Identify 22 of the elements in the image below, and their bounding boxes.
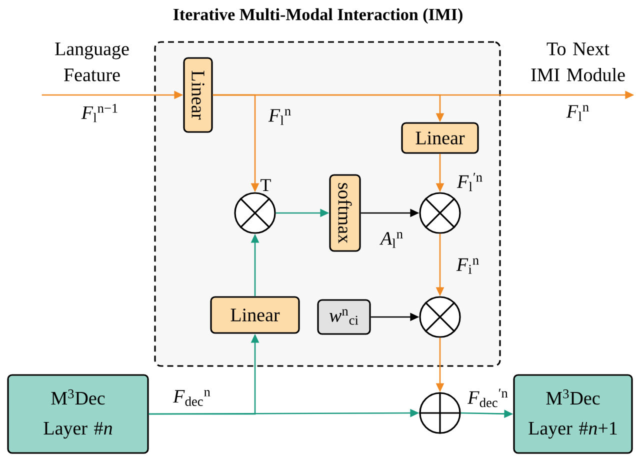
process-box: Linear	[183, 57, 213, 133]
layer-box: M$^{3}$Dec Layer #n+1	[513, 374, 633, 454]
caption-text: Language Feature	[55, 42, 129, 82]
edge-label: F$_{l}$n	[566, 105, 589, 121]
edge-label: A$_{l}$n	[379, 232, 403, 248]
multiply-circle	[419, 296, 461, 338]
layer-box: M$^{3}$Dec Layer #n	[7, 374, 149, 454]
caption-text: To Next IMI Module	[531, 42, 625, 82]
edge-label: F$_{i}$n	[456, 258, 479, 274]
process-box: Linear	[401, 122, 479, 154]
edge-label: F$_{dec}$′n	[468, 388, 508, 408]
multiply-circle	[419, 192, 461, 234]
transpose-mark: T	[260, 179, 271, 191]
process-box: w$^{n}$ci	[317, 299, 371, 335]
edge-label: F$_{l}$′n	[456, 172, 482, 192]
add-circle	[418, 391, 462, 435]
title: Iterative Multi-Modal Interaction (IMI)	[173, 8, 462, 24]
edge-label: F$_{dec}$n	[172, 390, 210, 406]
process-box: softmax	[329, 174, 361, 252]
process-box: Linear	[210, 296, 300, 334]
edge-label: F$_{l}$n−1	[81, 104, 118, 122]
edge-label: F$_{l}$n	[268, 109, 291, 125]
